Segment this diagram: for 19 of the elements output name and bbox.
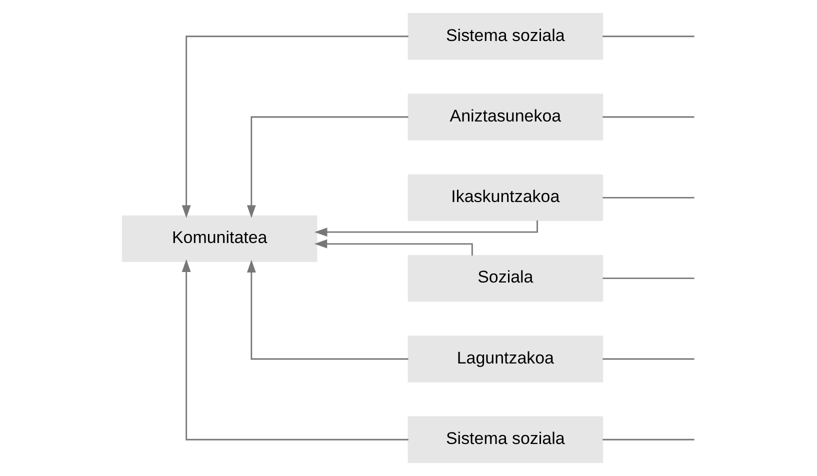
connector: [602, 438, 694, 440]
node-box: Komunitatea: [121, 215, 317, 262]
node-box: Soziala: [407, 254, 603, 302]
connector: [602, 116, 694, 118]
node-box: Laguntzakoa: [407, 336, 603, 382]
node-box: Sistema soziala: [407, 13, 603, 60]
connector: [602, 36, 694, 38]
arrow: [246, 260, 408, 360]
connector: [602, 196, 694, 198]
arrow: [246, 116, 408, 218]
arrow: [314, 239, 472, 256]
node-box: Sistema soziala: [407, 416, 603, 463]
arrow: [181, 36, 408, 218]
arrow: [314, 220, 538, 237]
arrow: [181, 259, 408, 440]
node-box: Ikaskuntzakoa: [407, 174, 603, 222]
node-box: Aniztasunekoa: [407, 94, 603, 140]
connector: [602, 358, 694, 360]
connector: [602, 278, 694, 280]
